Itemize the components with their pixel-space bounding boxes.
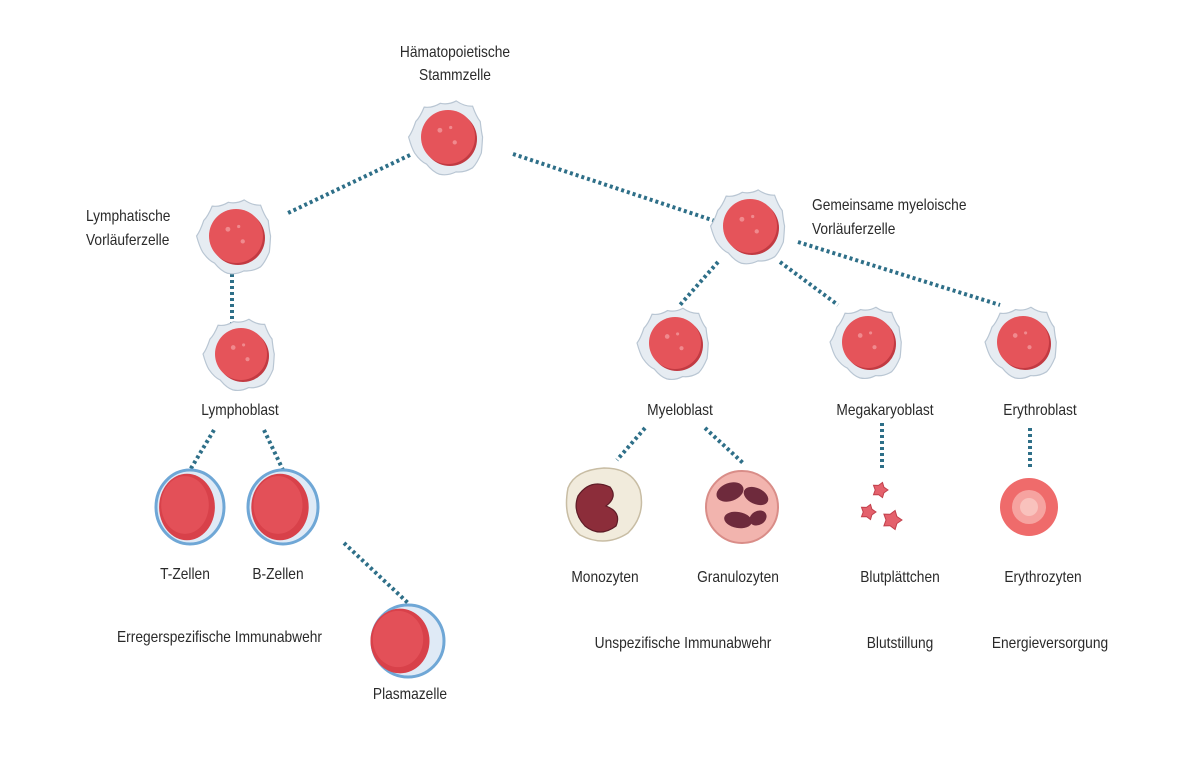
granulocyte-cell [705,470,779,544]
lymphatic-progenitor-cell [195,199,272,275]
myeloid-progenitor-label-line1: Gemeinsame myeloische [812,197,967,214]
hsc-to-lymphatic-link [287,153,411,215]
hsc-cell [407,100,484,176]
lymphoblast-to-t-cell-link [188,428,216,472]
lymphoblast-label: Lymphoblast [201,402,279,419]
b-cell-to-plasma-link [342,541,410,605]
myeloblast-label: Myeloblast [647,402,713,419]
megakaryoblast-label: Megakaryoblast [836,402,934,419]
megakaryoblast-cell [829,306,902,380]
erythroblast-label: Erythroblast [1003,402,1077,419]
plasma-cell [370,603,446,679]
erythroblast-cell [984,306,1057,380]
t-cell [154,468,226,546]
myeloid-to-megakaryoblast-link [778,260,840,307]
monocytes-label: Monozyten [571,569,639,586]
hsc-label-line2: Stammzelle [419,67,491,84]
myeloblast-cell [636,307,709,381]
myeloid-progenitor-label-line2: Vorläuferzelle [812,221,896,238]
myeloblast-to-monocyte-link [615,426,647,462]
myeloblast-to-granulocyte-link [703,426,745,465]
lymphatic-progenitor-label-line1: Lymphatische [86,208,171,225]
granulocytes-label: Granulozyten [697,569,779,586]
function-hemostasis: Blutstillung [866,635,934,652]
lymphoblast-cell [202,318,275,392]
monocyte-cell [565,467,643,542]
lymphatic-progenitor-label-line2: Vorläuferzelle [86,232,170,249]
lymphoblast-to-b-cell-link [262,429,285,471]
plasma-cell-label: Plasmazelle [372,686,448,703]
erythrocytes-label: Erythrozyten [1004,569,1082,586]
erythrocyte-cell [1000,478,1058,536]
function-energy-supply: Energieversorgung [991,635,1109,652]
hsc-label-line1: Hämatopoietische [399,44,511,61]
t-cells-label: T-Zellen [160,566,210,583]
b-cell [246,468,320,546]
function-unspecific-immunity: Unspezifische Immunabwehr [594,635,772,652]
platelets-cluster [860,481,903,531]
function-specific-immunity: Erregerspezifische Immunabwehr [117,629,322,646]
myeloid-to-erythroblast-link [797,240,1001,307]
myeloid-progenitor-cell [709,189,786,265]
b-cells-label: B-Zellen [252,566,304,583]
platelets-label: Blutplättchen [860,569,940,586]
